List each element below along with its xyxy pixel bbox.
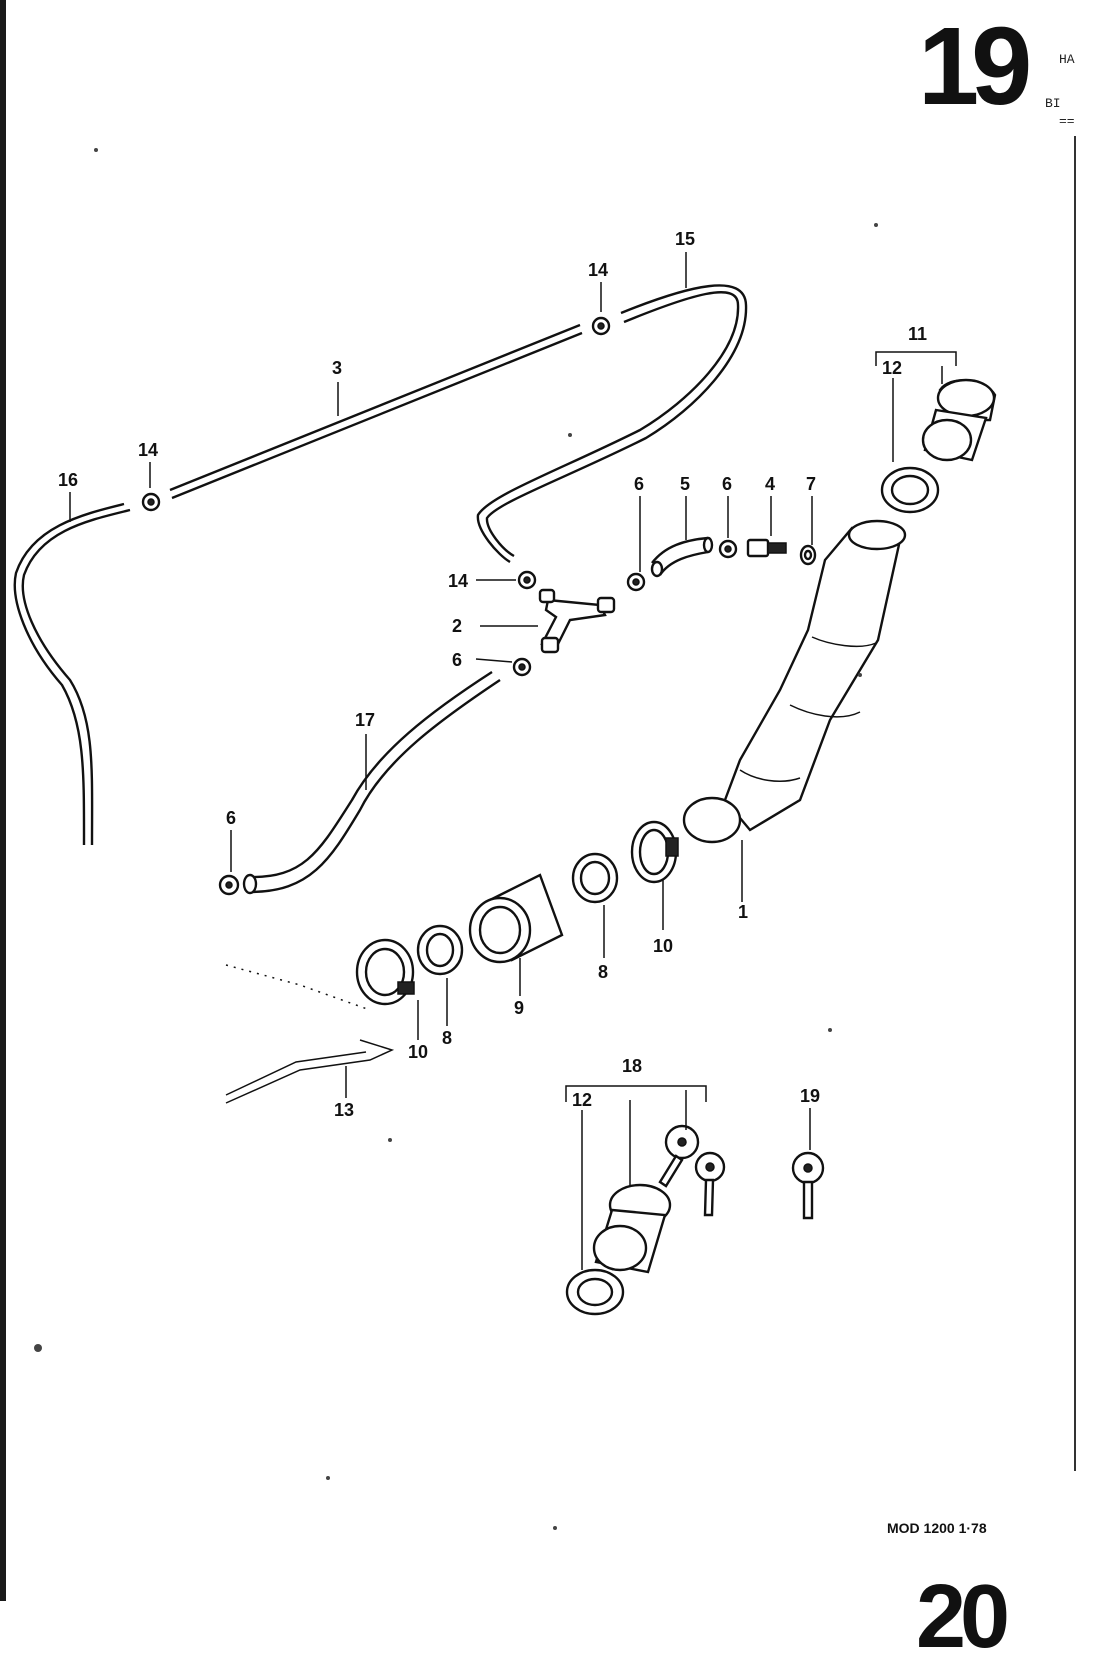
hose-17: [242, 670, 501, 895]
hose-15: [476, 284, 748, 564]
hose-clip: [512, 657, 532, 677]
label-part-9: 9: [514, 998, 524, 1018]
label-part-16: 16: [58, 470, 78, 490]
label-part-6: 6: [722, 474, 732, 494]
hose-clip: [517, 570, 537, 590]
body-panel: [225, 964, 395, 1104]
sealing-ring: [416, 924, 464, 976]
label-part-15: 15: [675, 229, 695, 249]
header-fragment: HA: [1059, 52, 1075, 67]
print-specks: [34, 148, 878, 1530]
right-margin-rule: [1074, 136, 1076, 1471]
label-part-18: 18: [622, 1056, 642, 1076]
tee-piece: [538, 588, 616, 654]
header-fragment: BI: [1045, 96, 1061, 111]
filler-neck: [682, 519, 907, 844]
label-part-12: 12: [882, 358, 902, 378]
bracket-18: [565, 1085, 707, 1102]
label-part-7: 7: [806, 474, 816, 494]
label-part-17: 17: [355, 710, 375, 730]
label-part-14: 14: [448, 571, 468, 591]
key: [694, 1151, 726, 1217]
hose-clamp: [355, 938, 415, 1006]
locking-cap: [592, 1183, 672, 1274]
hose-clip: [626, 572, 646, 592]
hose-clip: [718, 539, 738, 559]
model-footer: MOD 1200 1·78: [887, 1520, 987, 1536]
hose-16: [13, 502, 131, 846]
leader-lines: [69, 252, 943, 1270]
filler-cap: [921, 378, 997, 462]
left-margin-rule: [0, 0, 6, 1601]
next-section-number: 20: [916, 1567, 1010, 1667]
label-part-2: 2: [452, 616, 462, 636]
hose-clip: [218, 874, 240, 896]
label-part-8: 8: [442, 1028, 452, 1048]
label-part-6: 6: [634, 474, 644, 494]
label-part-4: 4: [765, 474, 775, 494]
hose-clip: [591, 316, 611, 336]
label-part-10: 10: [653, 936, 673, 956]
hose-5: [650, 536, 714, 578]
bracket-11: [875, 351, 957, 366]
label-part-14: 14: [138, 440, 158, 460]
section-number: 19: [918, 5, 1032, 128]
sealing-ring: [571, 852, 619, 904]
label-part-6: 6: [452, 650, 462, 670]
label-part-13: 13: [334, 1100, 354, 1120]
label-part-8: 8: [598, 962, 608, 982]
hose-clamp: [630, 820, 679, 884]
header-fragment: ==: [1059, 114, 1075, 129]
label-part-14: 14: [588, 260, 608, 280]
hose-clip: [141, 492, 161, 512]
cap-gasket: [565, 1268, 625, 1316]
label-part-19: 19: [800, 1086, 820, 1106]
key: [658, 1124, 700, 1188]
catalog-page: 19 HA BI ==: [0, 0, 1076, 1662]
fuel-filler-exploded-diagram: 15 14 3 14 16 11 12 6 5 6 4 7 14 2 6 17 …: [13, 148, 997, 1530]
label-part-12: 12: [572, 1090, 592, 1110]
cap-gasket: [880, 466, 940, 514]
label-part-11: 11: [908, 324, 927, 344]
label-part-5: 5: [680, 474, 690, 494]
part-labels: 15 14 3 14 16 11 12 6 5 6 4 7 14 2 6 17 …: [58, 229, 927, 1120]
label-part-3: 3: [332, 358, 342, 378]
union-nipple: [746, 538, 787, 558]
rubber-sleeve: [468, 873, 564, 964]
label-part-6: 6: [226, 808, 236, 828]
label-part-10: 10: [408, 1042, 428, 1062]
sealing-washer: [799, 544, 817, 566]
key: [791, 1151, 825, 1220]
label-part-1: 1: [738, 902, 748, 922]
hose-3: [169, 323, 583, 500]
